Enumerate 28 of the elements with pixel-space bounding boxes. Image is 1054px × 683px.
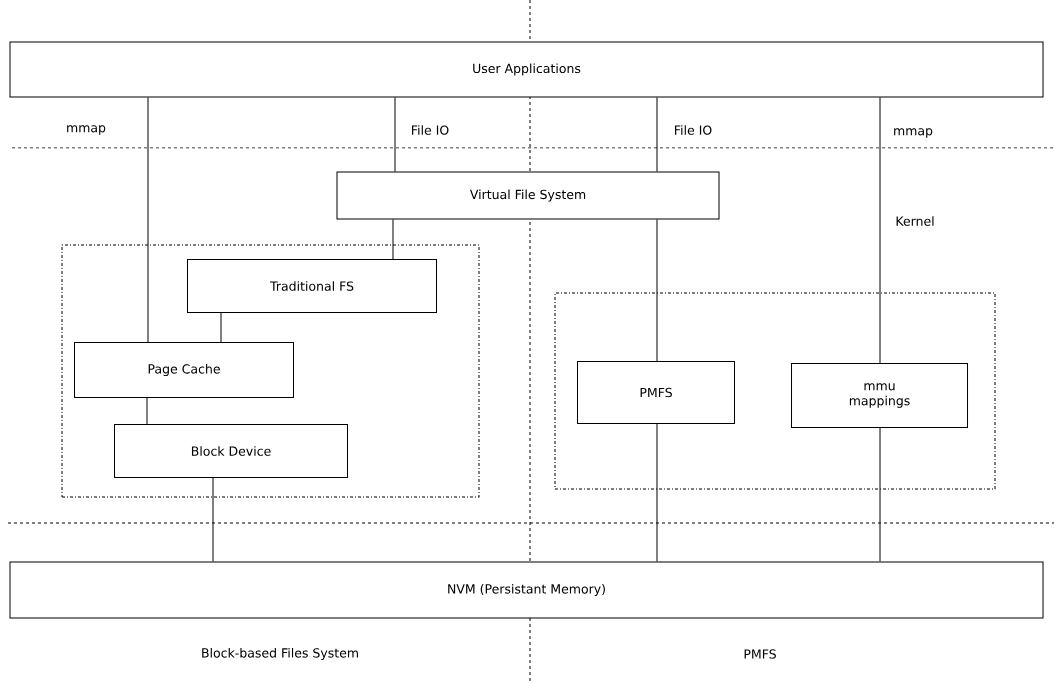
edge-label: File IO [672,124,714,136]
group-frame [554,292,996,490]
text-label: Block-based Files System [202,647,358,661]
process-box: mmu mappings [791,363,968,428]
connector-line [212,477,214,562]
connector-line [656,219,658,362]
connector-line [392,219,394,260]
process-box: PMFS [577,361,735,424]
process-box: Page Cache [74,342,294,398]
connector-line [656,423,658,562]
connector-line [656,97,658,172]
edge-label: File IO [409,124,451,136]
connector-line [394,97,396,172]
process-box: Block Device [114,424,348,478]
edge-label: mmap [65,124,107,136]
process-box: Virtual File System [336,171,720,220]
process-box: NVM (Persistant Memory) [9,561,1044,619]
connector-line [879,97,881,364]
process-box: Traditional FS [187,259,437,313]
group-frame [61,244,480,498]
connector-line [220,312,222,343]
process-box: User Applications [9,41,1044,98]
text-label: PMFS [744,649,776,659]
text-label: Kernel [896,216,934,226]
edge-label: mmap [892,127,934,139]
connector-line [147,97,149,343]
connector-line [879,427,881,562]
connector-line [146,397,148,425]
